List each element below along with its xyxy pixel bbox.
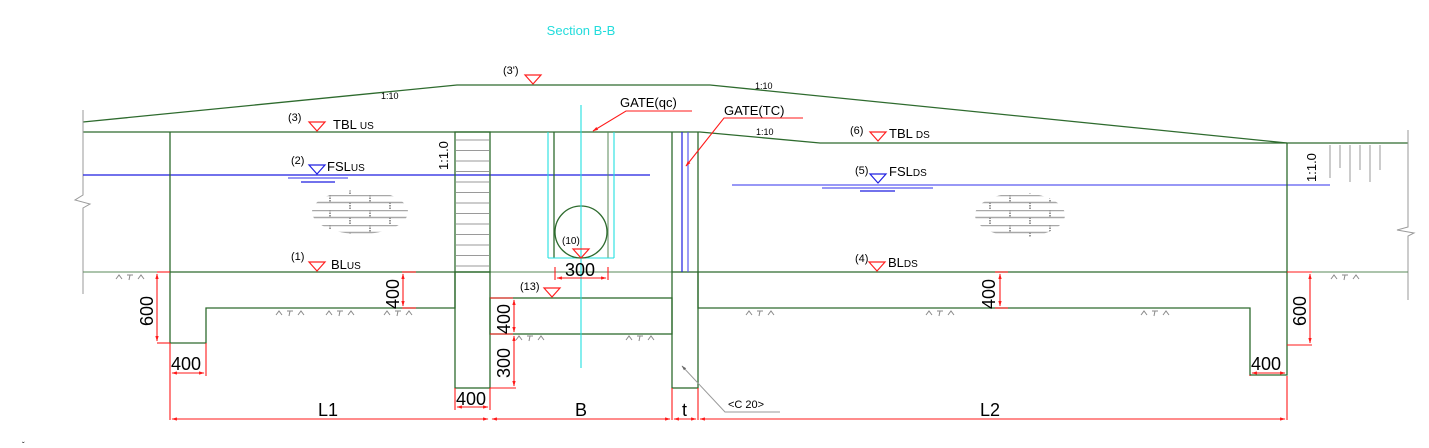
gate-tc	[671, 132, 699, 272]
dimension-left-600: 600	[137, 271, 170, 344]
svg-text:600: 600	[137, 296, 157, 326]
level-label: FSL	[327, 159, 351, 174]
level-num: (1)	[291, 251, 304, 263]
level-sub: DS	[916, 130, 930, 141]
level-num: (6)	[850, 125, 863, 137]
svg-text:400: 400	[494, 304, 514, 334]
slope-label-right-inner: 1:10	[756, 127, 774, 137]
grass-symbol	[325, 310, 355, 317]
dimension-pipe-300: 300	[554, 260, 609, 280]
slope-label-right-bank: 1:10	[755, 81, 773, 91]
corner-mark: ˇ	[22, 441, 25, 448]
level-num: (2)	[291, 155, 304, 167]
level-marker-sill: (13)	[520, 281, 562, 298]
break-line-left	[73, 110, 92, 294]
dim-label-B: B	[575, 400, 587, 420]
masonry-symbol-ds	[975, 193, 1065, 237]
svg-text:300: 300	[565, 260, 595, 280]
grass-symbol	[745, 310, 775, 317]
grass-symbol	[625, 335, 655, 342]
concrete-wall	[671, 271, 699, 389]
svg-text:BLDS: BLDS	[888, 255, 918, 270]
dimension-right-600: 600	[1287, 271, 1312, 346]
svg-text:400: 400	[1251, 354, 1281, 374]
level-label: BL	[331, 257, 347, 272]
grass-symbol	[515, 335, 545, 342]
grass-symbol	[925, 310, 955, 317]
svg-text:FSLDS: FSLDS	[889, 164, 927, 179]
level-num: (3)	[288, 112, 301, 124]
gate-tc-label: GATE(TC)	[685, 103, 803, 167]
level-marker-fsl-us: (2) FSLUS	[288, 155, 365, 183]
level-sub: US	[360, 121, 374, 132]
level-label: FSL	[889, 164, 913, 179]
gate-qc-text: GATE(qc)	[620, 95, 677, 110]
svg-text:400: 400	[979, 279, 999, 309]
concrete-text: <C 20>	[728, 399, 764, 411]
embankment-top	[82, 84, 1408, 144]
section-title: Section B-B	[547, 23, 616, 38]
grass-symbol	[115, 274, 145, 281]
dimension-sill-300: 300	[490, 335, 516, 389]
slope-label-wall-right: 1:1.0	[1304, 153, 1319, 182]
svg-text:FSLUS: FSLUS	[327, 159, 365, 174]
slope-label-wall-left: 1:1.0	[436, 141, 451, 170]
svg-text:400: 400	[171, 354, 201, 374]
dimension-left-400: 400	[169, 343, 207, 376]
level-label: TBL	[889, 126, 913, 141]
level-label: BL	[888, 255, 904, 270]
svg-text:BLUS: BLUS	[331, 257, 361, 272]
level-label: TBL	[333, 117, 357, 132]
svg-text:400: 400	[383, 279, 403, 309]
gate-tc-text: GATE(TC)	[724, 103, 784, 118]
level-sub: US	[351, 163, 365, 174]
dimension-floor-400-ds: 400	[979, 271, 1008, 309]
masonry-symbol-us	[312, 190, 408, 234]
dimension-floor-400-us: 400	[383, 271, 416, 309]
level-sub: US	[347, 261, 361, 272]
grass-symbol	[383, 310, 413, 317]
masonry-pier	[454, 131, 491, 389]
concrete-label: <C 20>	[681, 365, 780, 413]
gate-qc-label: GATE(qc)	[592, 95, 692, 132]
level-num: (3')	[503, 65, 519, 77]
bank-hatch-right	[1329, 145, 1381, 182]
svg-text:300: 300	[494, 348, 514, 378]
dim-label-L1: L1	[318, 400, 338, 420]
level-num: (10)	[562, 236, 580, 247]
break-line-right	[1396, 130, 1416, 300]
dimension-pier-400: 400	[454, 388, 491, 410]
level-marker-pipe: (10)	[562, 236, 591, 259]
level-sub: DS	[913, 168, 927, 179]
level-marker-top: (3')	[503, 65, 543, 85]
dimension-right-400: 400	[1249, 354, 1286, 376]
dimension-chain-bottom: L1 B t L2	[169, 376, 1288, 421]
level-marker-bl-ds: (4) BLDS	[855, 253, 918, 272]
dimension-sill-400: 400	[490, 297, 516, 335]
dim-label-L2: L2	[980, 400, 1000, 420]
grass-symbol	[1140, 310, 1170, 317]
svg-text:400: 400	[456, 389, 486, 409]
dim-label-t: t	[682, 400, 687, 420]
level-num: (4)	[855, 253, 868, 265]
level-num: (13)	[520, 281, 540, 293]
level-num: (5)	[855, 165, 868, 177]
slope-label-left-bank: 1:10	[381, 91, 399, 101]
level-marker-fsl-ds: (5) FSLDS	[822, 164, 933, 192]
grass-symbol	[1330, 274, 1360, 281]
svg-text:600: 600	[1290, 296, 1310, 326]
level-sub: DS	[904, 259, 918, 270]
grass-symbol	[275, 310, 305, 317]
grass-symbols	[115, 274, 1360, 342]
level-marker-bl-us: (1) BLUS	[291, 251, 361, 272]
